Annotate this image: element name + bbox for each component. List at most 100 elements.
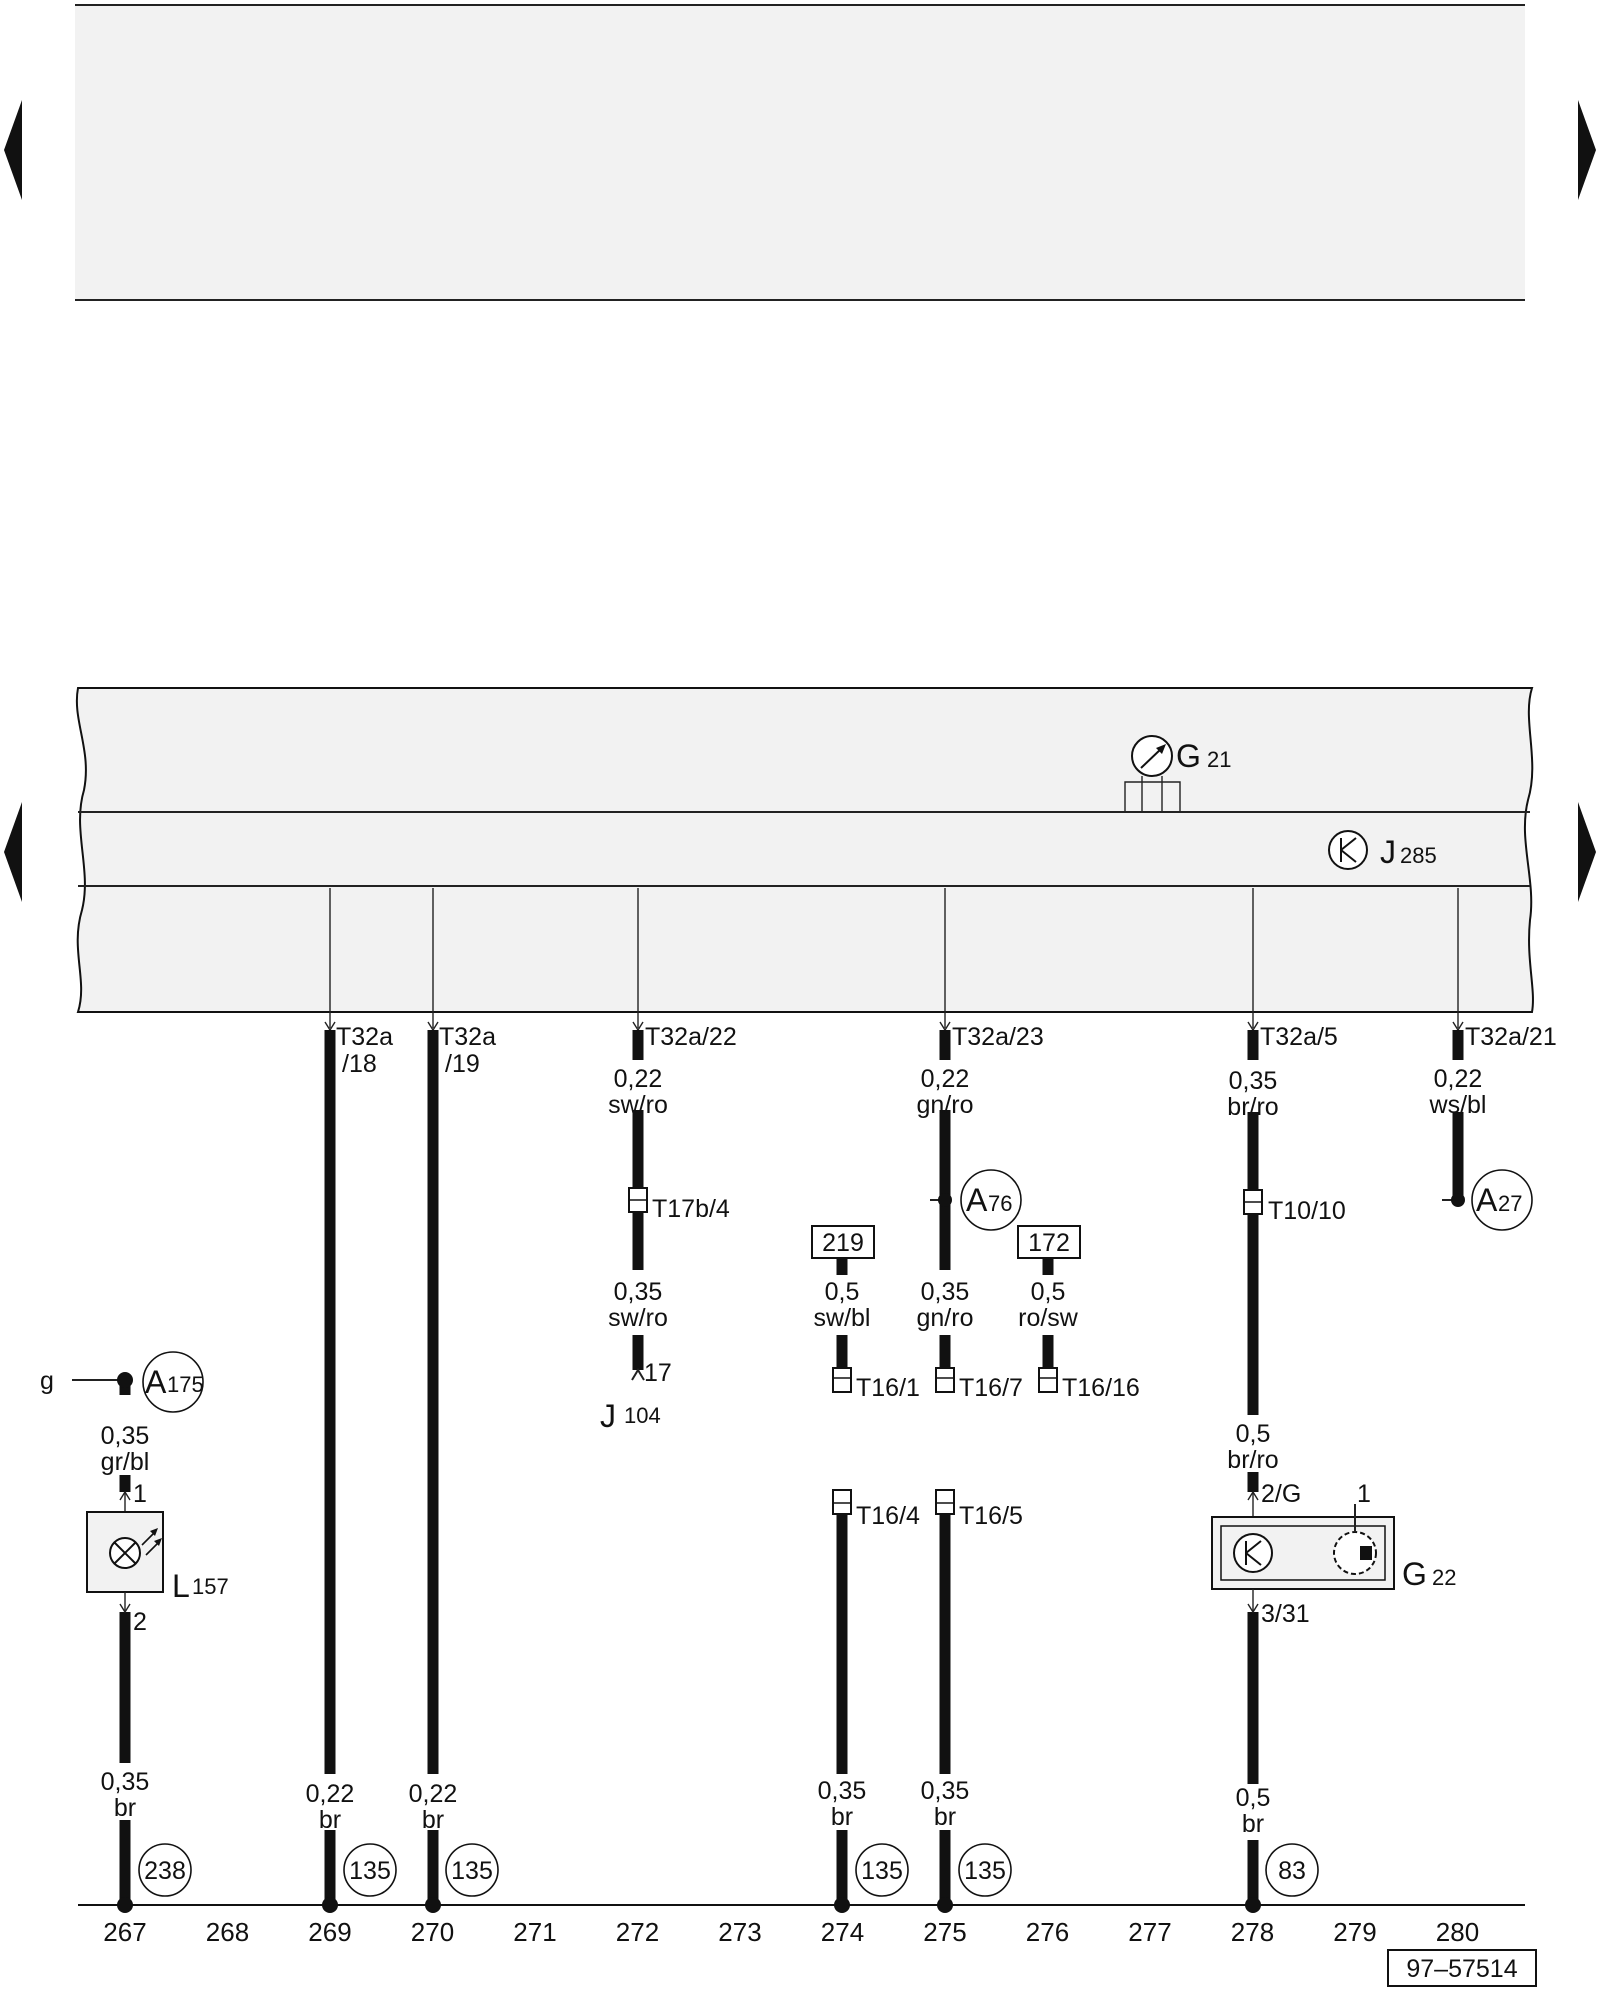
column-number-279: 279 xyxy=(1333,1917,1376,1947)
wire-275a-size: 0,22 xyxy=(921,1065,970,1093)
figure-id-box xyxy=(1387,1949,1537,1987)
connector-t32a-19-line1: T32a xyxy=(439,1023,496,1051)
ref-box-172[interactable] xyxy=(1017,1225,1081,1259)
l157-pin-1: 1 xyxy=(133,1480,147,1508)
wire-276a-color: ro/sw xyxy=(1018,1304,1079,1332)
j104-pin-17: 17 xyxy=(644,1359,672,1387)
splice-point-a175 xyxy=(142,1351,204,1413)
splice-dot-a175 xyxy=(117,1372,133,1388)
connector-t32a-18-line1: T32a xyxy=(336,1023,393,1051)
g22-number: 22 xyxy=(1432,1565,1456,1590)
column-number-276: 276 xyxy=(1026,1917,1069,1947)
nav-arrow-right-top[interactable] xyxy=(1578,100,1596,200)
connector-t16-1: T16/1 xyxy=(856,1374,920,1402)
wire-267a-color: gr/bl xyxy=(101,1448,150,1476)
figure-id: 97–57514 xyxy=(1406,1955,1517,1983)
column-number-274: 274 xyxy=(821,1917,864,1947)
connector-t16-5-symbol xyxy=(935,1489,955,1515)
wire-275c-color: br xyxy=(934,1803,956,1831)
ground-ref-270-label: 135 xyxy=(451,1857,493,1885)
wire-272a-color: sw/ro xyxy=(608,1091,668,1119)
nav-arrow-right-bottom[interactable] xyxy=(1578,802,1596,902)
a175-letter: A xyxy=(145,1364,167,1400)
column-number-270: 270 xyxy=(411,1917,454,1947)
sender-g22 xyxy=(1211,1490,1395,1614)
wire-275a-color: gn/ro xyxy=(917,1091,974,1119)
wire-267a-size: 0,35 xyxy=(101,1422,150,1450)
ref-box-219[interactable] xyxy=(811,1225,875,1259)
wire-272b-color: sw/ro xyxy=(608,1304,668,1332)
wire-270-color: br xyxy=(422,1806,444,1834)
wire-267b-size: 0,35 xyxy=(101,1768,150,1796)
ref-172-label: 172 xyxy=(1028,1229,1070,1257)
connector-t17b-4: T17b/4 xyxy=(652,1195,730,1223)
j104-letter: J xyxy=(600,1398,616,1434)
ground-ref-267-label: 238 xyxy=(144,1857,186,1885)
wire-278b-color: br/ro xyxy=(1227,1446,1278,1474)
column-number-273: 273 xyxy=(718,1917,761,1947)
connector-t32a-19-line2: /19 xyxy=(445,1050,480,1078)
splice-point-a27: A 27 xyxy=(1442,1169,1533,1231)
ground-ref-269-label: 135 xyxy=(349,1857,391,1885)
column-number-280: 280 xyxy=(1436,1917,1479,1947)
ref-219-label: 219 xyxy=(822,1229,864,1257)
instrument-cluster-panel xyxy=(75,687,1534,1013)
wire-269-color: br xyxy=(319,1806,341,1834)
nav-arrow-left-top[interactable] xyxy=(4,100,22,200)
ground-reference-275[interactable]: 135 xyxy=(958,1843,1012,1897)
feed-g-label: g xyxy=(40,1367,54,1395)
ground-reference-269[interactable]: 135 xyxy=(343,1843,397,1897)
wire-276a-size: 0,5 xyxy=(1031,1278,1066,1306)
column-number-269: 269 xyxy=(308,1917,351,1947)
l157-letter: L xyxy=(172,1568,190,1604)
wires xyxy=(119,1030,1464,1903)
wire-278a-color: br/ro xyxy=(1227,1093,1278,1121)
wire-280a-color: ws/bl xyxy=(1429,1091,1487,1119)
lamp-l157 xyxy=(86,1490,164,1614)
wire-278c-color: br xyxy=(1242,1810,1264,1838)
j285-letter: J xyxy=(1380,834,1396,870)
wire-274b-size: 0,35 xyxy=(818,1777,867,1805)
ground-reference-270[interactable]: 135 xyxy=(445,1843,499,1897)
connector-t32a-18-line2: /18 xyxy=(342,1050,377,1078)
wire-267b-color: br xyxy=(114,1794,136,1822)
wire-274a-color: sw/bl xyxy=(814,1304,871,1332)
ground-ref-274-label: 135 xyxy=(861,1857,903,1885)
splice-point-a76: A 76 xyxy=(930,1169,1022,1231)
connector-t16-16-symbol xyxy=(1038,1367,1058,1393)
wire-280a-size: 0,22 xyxy=(1434,1065,1483,1093)
wire-278c-size: 0,5 xyxy=(1236,1784,1271,1812)
ground-reference-274[interactable]: 135 xyxy=(855,1843,909,1897)
connector-t16-7-symbol xyxy=(935,1367,955,1393)
ground-reference-267[interactable]: 238 xyxy=(138,1843,192,1897)
wire-275c-size: 0,35 xyxy=(921,1777,970,1805)
wire-270-size: 0,22 xyxy=(409,1780,458,1808)
wire-278b-size: 0,5 xyxy=(1236,1420,1271,1448)
connector-t17b-4-symbol xyxy=(628,1187,648,1213)
a175-number: 175 xyxy=(167,1372,204,1397)
g21-number: 21 xyxy=(1207,747,1231,772)
l157-number: 157 xyxy=(192,1574,229,1599)
nav-arrow-left-bottom[interactable] xyxy=(4,802,22,902)
connector-t16-5: T16/5 xyxy=(959,1502,1023,1530)
ground-dots xyxy=(117,1897,1261,1913)
ground-ref-275-label: 135 xyxy=(964,1857,1006,1885)
connector-t16-7: T16/7 xyxy=(959,1374,1023,1402)
column-number-275: 275 xyxy=(923,1917,966,1947)
wire-278a-size: 0,35 xyxy=(1229,1067,1278,1095)
wire-272a-size: 0,22 xyxy=(614,1065,663,1093)
j104-number: 104 xyxy=(624,1403,661,1428)
connector-t10-10-label: T10/10 xyxy=(1268,1197,1346,1225)
column-number-268: 268 xyxy=(206,1917,249,1947)
column-number-278: 278 xyxy=(1231,1917,1274,1947)
column-number-267: 267 xyxy=(103,1917,146,1947)
g22-pin-in: 2/G xyxy=(1261,1480,1301,1508)
wire-274b-color: br xyxy=(831,1803,853,1831)
connector-t32a-21: T32a/21 xyxy=(1465,1023,1557,1051)
connector-t16-4: T16/4 xyxy=(856,1502,920,1530)
ground-reference-278[interactable]: 83 xyxy=(1265,1843,1319,1897)
g22-letter: G xyxy=(1402,1556,1427,1592)
g21-letter: G xyxy=(1176,738,1201,774)
top-panel xyxy=(75,5,1525,300)
